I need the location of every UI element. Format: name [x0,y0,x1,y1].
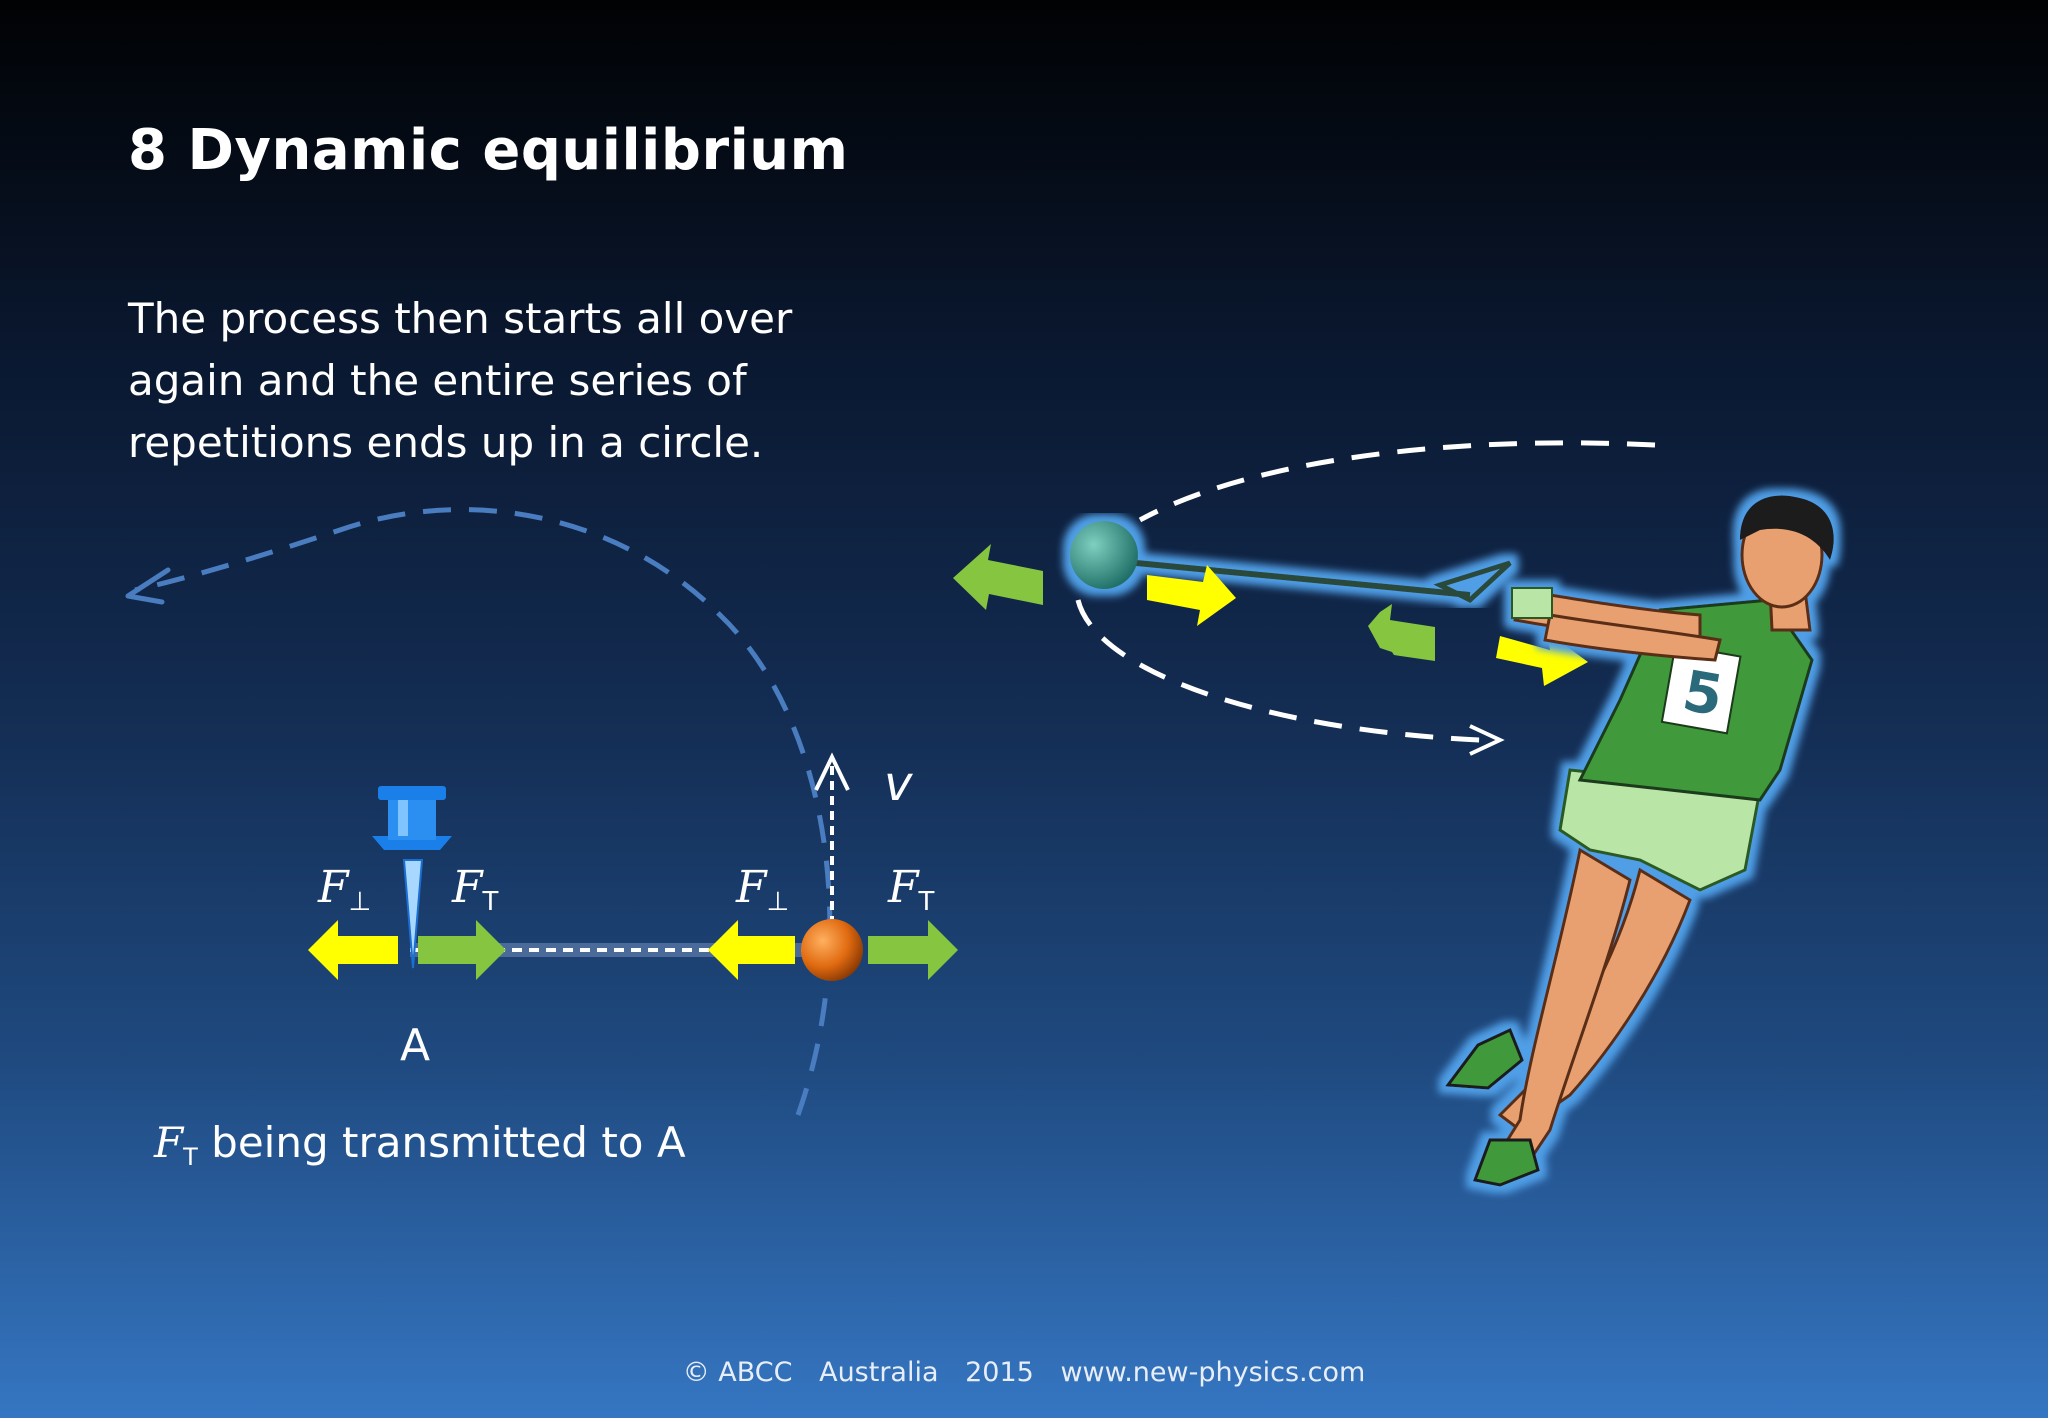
hammer-green-arrow [953,544,1043,610]
slide-title: 8 Dynamic equilibrium [128,118,849,183]
footer-year: 2015 [965,1357,1034,1388]
circular-path-arc [125,507,833,1116]
velocity-arrow-icon [814,752,850,925]
hammer-icon [1070,521,1512,604]
hammer-yellow-arrow [1147,565,1236,626]
hammer-trajectory [1075,440,1656,756]
ball-green-arrow [868,920,958,980]
ball-yellow-arrow [708,920,795,980]
ball-force-perp-label: F⊥ [735,862,789,917]
pin-green-arrow [418,920,506,980]
pin-force-perp-label: F⊥ [317,862,371,917]
slide-body-text: The process then starts all over again a… [128,288,848,474]
point-label-a: A [400,1020,430,1071]
slide-footer: © ABCC Australia 2015 www.new-physics.co… [0,1357,2048,1388]
trajectory-arrowhead-icon [1469,724,1505,756]
velocity-label: v [884,756,913,812]
footer-copyright: © ABCC [682,1357,793,1388]
push-pin-icon [372,786,452,969]
hand-green-arrow [1368,604,1435,661]
pin-force-tension-label: FT [451,862,499,917]
caption: FT being transmitted to A [153,1118,686,1171]
footer-country: Australia [819,1357,939,1388]
arc-arrowhead-icon [125,567,171,605]
body-line-3: repetitions ends up in a circle. [128,418,764,467]
body-line-1: The process then starts all over [128,294,793,343]
pin-yellow-arrow [308,920,398,980]
footer-website: www.new-physics.com [1060,1357,1366,1388]
hand-yellow-arrow [1496,632,1588,686]
ball-icon [801,919,863,981]
hammer-thrower-figure: 5 [1445,495,1834,1187]
body-line-2: again and the entire series of [128,356,747,405]
ball-force-tension-label: FT [887,862,935,917]
